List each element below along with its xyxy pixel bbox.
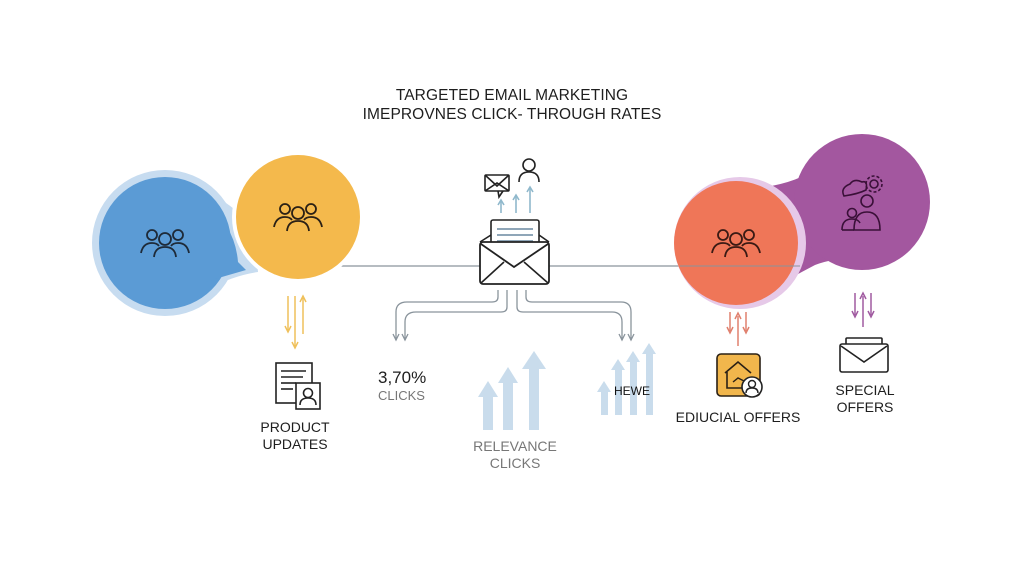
special-offers-line2: OFFERS xyxy=(836,399,894,415)
yellow-flow-arrows xyxy=(284,294,307,350)
branch-connectors xyxy=(392,290,635,342)
relevance-line2: CLICKS xyxy=(489,455,541,471)
audience-blue-node xyxy=(92,170,258,316)
growth-arrows-icon xyxy=(597,343,656,415)
diagram-title-line2: IMEPROVNES CLICK- THROUGH RATES xyxy=(362,106,662,123)
clicks-stat-label: CLICKS xyxy=(378,388,425,403)
clicks-stat-value: 3,70% xyxy=(378,368,427,387)
envelope-icon xyxy=(839,337,889,373)
people-group-icon xyxy=(140,229,190,258)
audience-yellow-node xyxy=(232,151,364,283)
growth-arrows-icon xyxy=(478,351,546,430)
special-offers-line1: SPECIAL xyxy=(835,382,895,398)
purple-flow-arrows xyxy=(851,291,875,327)
relevance-label: RELEVANCE CLICKS xyxy=(455,438,575,472)
diagram-title-line1: TARGETED EMAIL MARKETING xyxy=(395,87,629,104)
people-group-icon xyxy=(273,203,323,232)
orange-flow-arrows xyxy=(726,311,750,346)
home-user-icon xyxy=(716,353,763,398)
product-updates-line1: PRODUCT xyxy=(260,419,330,435)
upload-arrows xyxy=(497,185,534,213)
document-user-icon xyxy=(275,362,321,410)
hewe-label: HEWE xyxy=(614,384,650,398)
relevance-line1: RELEVANCE xyxy=(473,438,557,454)
user-icon xyxy=(518,158,540,183)
product-updates-label: PRODUCT UPDATES xyxy=(240,419,350,453)
special-offers-label: SPECIAL OFFERS xyxy=(810,382,920,416)
people-gear-icon xyxy=(841,175,883,231)
open-envelope-icon xyxy=(479,219,550,285)
people-group-icon xyxy=(711,229,761,258)
message-envelope-icon xyxy=(484,174,510,200)
ediucial-offers-label: EDIUCIAL OFFERS xyxy=(675,409,801,425)
product-updates-line2: UPDATES xyxy=(262,436,328,452)
